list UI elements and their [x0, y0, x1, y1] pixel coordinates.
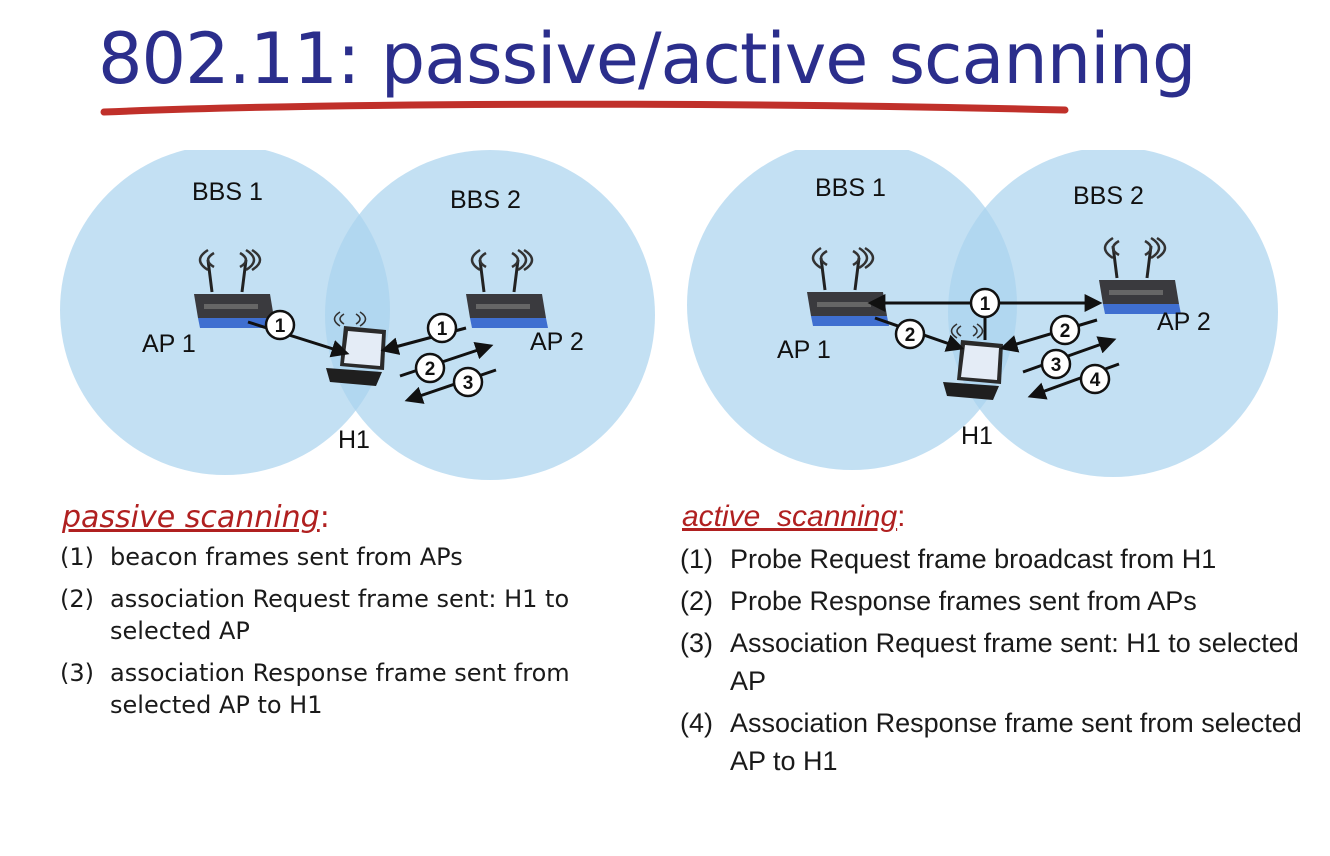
- list-item-text: association Response frame sent from sel…: [110, 659, 570, 719]
- svg-text:2: 2: [425, 359, 436, 380]
- ap2-label: AP 2: [1157, 308, 1211, 336]
- list-item: (4) Association Response frame sent from …: [680, 704, 1320, 780]
- svg-text:3: 3: [1051, 355, 1062, 376]
- list-item: (3) Association Request frame sent: H1 to…: [680, 624, 1320, 700]
- step-badge: 1: [426, 312, 458, 344]
- step-badge: 3: [1040, 348, 1072, 380]
- list-item-marker: (2): [60, 585, 94, 613]
- active-scanning-heading: active scanning:: [682, 500, 906, 533]
- svg-text:1: 1: [980, 294, 991, 315]
- list-item-text: Probe Response frames sent from APs: [730, 586, 1197, 616]
- list-item-text: beacon frames sent from APs: [110, 543, 463, 571]
- list-item-marker: (3): [680, 628, 713, 658]
- svg-text:4: 4: [1090, 370, 1101, 391]
- probe-response-arrow-ap2: [999, 318, 1098, 353]
- list-item-text: Probe Request frame broadcast from H1: [730, 544, 1217, 574]
- title-underline: [100, 100, 1069, 116]
- step-badge: 1: [264, 309, 296, 341]
- beacon-arrow-ap1: [247, 320, 350, 358]
- list-item-marker: (4): [680, 708, 713, 738]
- step-badge: 3: [452, 366, 484, 398]
- list-item-marker: (1): [680, 544, 713, 574]
- association-request-arrow: [399, 342, 494, 378]
- ap1-label: AP 1: [777, 336, 831, 364]
- list-item: (1) beacon frames sent from APs: [60, 541, 660, 573]
- bbs2-label: BBS 2: [450, 186, 521, 214]
- list-item-marker: (1): [60, 543, 94, 571]
- step-badge: 2: [414, 352, 446, 384]
- h1-label: H1: [961, 422, 993, 450]
- list-item: (2) Probe Response frames sent from APs: [680, 582, 1320, 620]
- active-scanning-section: active scanning: (1) Probe Request frame …: [680, 500, 1320, 784]
- list-item-text: Association Request frame sent: H1 to se…: [730, 628, 1299, 696]
- svg-text:1: 1: [275, 316, 286, 337]
- list-item-marker: (3): [60, 659, 94, 687]
- svg-text:1: 1: [437, 319, 448, 340]
- svg-text:3: 3: [463, 373, 474, 394]
- step-badge: 2: [1049, 314, 1081, 346]
- passive-scanning-section: passive scanning: (1) beacon frames sent …: [60, 500, 660, 731]
- step-badge: 1: [969, 287, 1001, 319]
- passive-scanning-diagram: BBS 1 BBS 2 AP 1 AP 2 H1 1 1 2 3: [60, 150, 655, 480]
- h1-label: H1: [338, 426, 370, 454]
- step-badge: 4: [1079, 363, 1111, 395]
- svg-text:2: 2: [905, 325, 916, 346]
- step-badge: 2: [894, 318, 926, 350]
- list-item: (3) association Response frame sent from …: [60, 657, 660, 721]
- bbs1-label: BBS 1: [815, 174, 886, 202]
- list-item-text: Association Response frame sent from sel…: [730, 708, 1302, 776]
- bbs1-label: BBS 1: [192, 178, 263, 206]
- ap2-label: AP 2: [530, 328, 584, 356]
- passive-steps-list: (1) beacon frames sent from APs (2) associ…: [60, 541, 660, 721]
- svg-text:2: 2: [1060, 321, 1071, 342]
- active-steps-list: (1) Probe Request frame broadcast from H1…: [680, 540, 1320, 780]
- list-item: (1) Probe Request frame broadcast from H1: [680, 540, 1320, 578]
- passive-scanning-heading: passive scanning:: [62, 500, 330, 535]
- list-item-marker: (2): [680, 586, 713, 616]
- slide-title: 802.11: passive/active scanning: [98, 18, 1196, 100]
- bbs2-label: BBS 2: [1073, 182, 1144, 210]
- list-item: (2) association Request frame sent: H1 to…: [60, 583, 660, 647]
- active-scanning-diagram: BBS 1 BBS 2 AP 1 AP 2 H1 1 2 2 3 4: [687, 150, 1278, 477]
- list-item-text: association Request frame sent: H1 to se…: [110, 585, 570, 645]
- ap1-label: AP 1: [142, 330, 196, 358]
